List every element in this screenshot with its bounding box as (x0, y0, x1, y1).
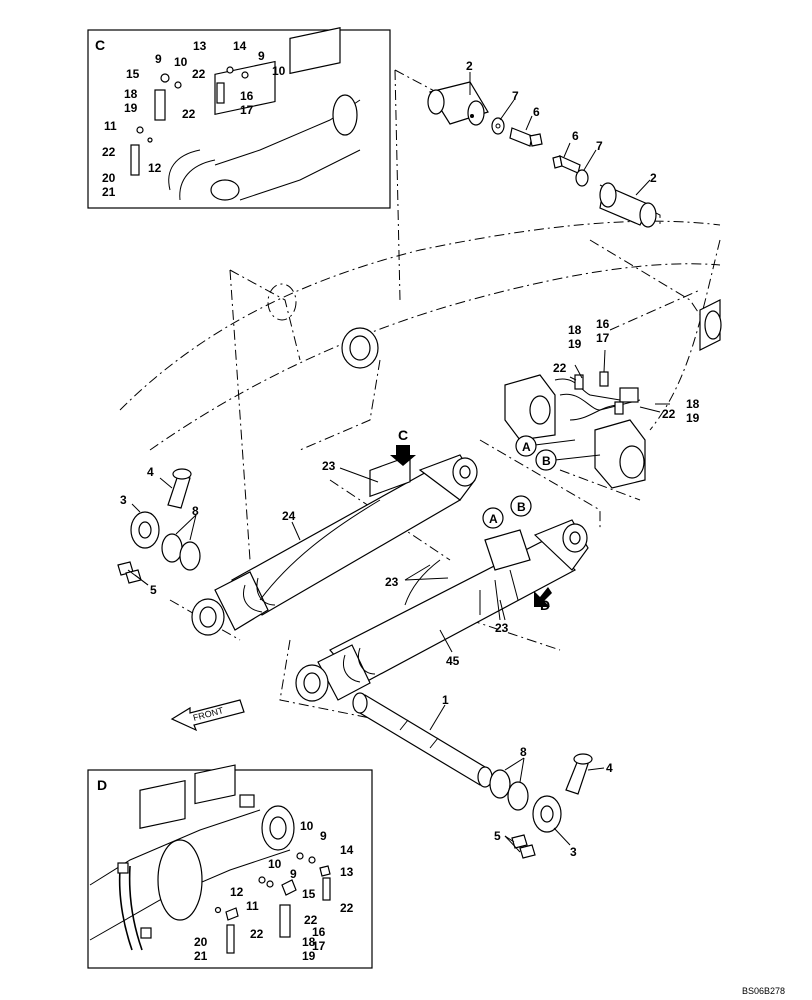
boom-brackets (504, 299, 722, 489)
drawing-code: BS06B278 (742, 986, 785, 996)
label-bolt-right: 4 (606, 761, 613, 775)
detail-c-label: 17 (240, 103, 254, 117)
circled-b: B (542, 454, 551, 468)
boom-foot-pin (341, 327, 379, 369)
detail-d-label: 22 (250, 927, 264, 941)
lower-cylinder (295, 519, 589, 702)
detail-d-label: 10 (268, 857, 282, 871)
detail-c-label: 10 (174, 55, 188, 69)
label-hose-upper: 23 (322, 459, 336, 473)
view-letter-d: D (540, 597, 550, 613)
label-cylinder-lower: 45 (446, 654, 460, 668)
detail-c-label: 14 (233, 39, 247, 53)
detail-c-label: 19 (124, 101, 138, 115)
detail-d-drawing (89, 764, 331, 954)
detail-d-label: 22 (304, 913, 318, 927)
detail-d-label: 13 (340, 865, 354, 879)
detail-c-box: C 13 14 9 9 10 10 15 22 16 17 (87, 27, 391, 209)
detail-d-label: 18 (302, 935, 316, 949)
front-arrow (170, 699, 245, 732)
label-washer-right: 3 (570, 845, 577, 859)
detail-d-label: 17 (312, 939, 326, 953)
label-right-lower: 22 (662, 407, 676, 421)
detail-d-label: 11 (246, 899, 259, 913)
detail-c-label: 13 (193, 39, 207, 53)
leader-23-c (499, 599, 506, 621)
detail-d-label: 9 (320, 829, 327, 843)
detail-c-label: 22 (102, 145, 116, 159)
view-letter-c: C (398, 427, 408, 443)
label-washer-top-right: 7 (596, 139, 603, 153)
detail-c-label: 21 (102, 185, 116, 199)
detail-d-label: 9 (290, 867, 297, 881)
detail-c-label: 20 (102, 171, 116, 185)
leader-23 (339, 467, 379, 483)
label-right-upper: 16 (596, 317, 610, 331)
detail-c-label: 9 (155, 52, 162, 66)
circled-a: A (489, 512, 498, 526)
label-bolt-left: 4 (147, 465, 154, 479)
label-hose-lower-a: 23 (385, 575, 399, 589)
detail-c-label: 22 (192, 67, 206, 81)
detail-d-label: 19 (302, 949, 316, 963)
detail-c-label: 12 (148, 161, 162, 175)
label-right-upper: 22 (553, 361, 567, 375)
detail-d-letter: D (97, 777, 107, 793)
leader-24 (291, 521, 301, 541)
detail-c-drawing (130, 27, 361, 201)
upper-cylinder (191, 454, 478, 636)
detail-d-label: 10 (300, 819, 314, 833)
detail-d-label: 12 (230, 885, 244, 899)
label-pin-top-left: 2 (466, 59, 473, 73)
detail-c-label: 15 (126, 67, 140, 81)
top-pin-assembly (427, 72, 657, 228)
detail-d-label: 22 (340, 901, 354, 915)
label-right-upper: 17 (596, 331, 610, 345)
detail-d-label: 20 (194, 935, 208, 949)
label-shims-right: 8 (520, 745, 527, 759)
view-arrow-d (534, 587, 552, 607)
detail-d-box: D 10 9 14 10 (87, 764, 373, 969)
label-main-pin: 1 (442, 693, 449, 707)
circled-markers (482, 435, 557, 529)
leader-23-a (404, 564, 431, 581)
label-cylinder-upper: 24 (282, 509, 296, 523)
detail-d-label: 16 (312, 925, 326, 939)
detail-d-label: 15 (302, 887, 316, 901)
main-pin (352, 692, 493, 788)
label-pin-top-right: 2 (650, 171, 657, 185)
detail-d-label: 21 (194, 949, 208, 963)
detail-c-label: 16 (240, 89, 254, 103)
detail-c-label: 10 (272, 64, 286, 78)
leader-23-b (404, 577, 449, 581)
label-nuts-left: 5 (150, 583, 157, 597)
circled-a: A (522, 440, 531, 454)
leader-45 (439, 629, 453, 653)
label-nuts-right: 5 (494, 829, 501, 843)
label-hose-lower-b: 23 (495, 621, 509, 635)
right-fasteners (489, 753, 605, 859)
circled-b: B (517, 500, 526, 514)
label-bolt-top-right: 6 (572, 129, 579, 143)
label-washer-top-left: 7 (512, 89, 519, 103)
label-shims-left: 8 (192, 504, 199, 518)
label-right-lower: 18 (686, 397, 700, 411)
detail-c-letter: C (95, 37, 105, 53)
detail-c-label: 22 (182, 107, 196, 121)
label-right-upper: 19 (568, 337, 582, 351)
left-fasteners (117, 468, 201, 586)
label-right-upper: 18 (568, 323, 582, 337)
view-arrow-c (390, 445, 416, 466)
label-right-lower: 19 (686, 411, 700, 425)
label-bolt-top-left: 6 (533, 105, 540, 119)
label-washer-left: 3 (120, 493, 127, 507)
detail-c-label: 11 (104, 119, 117, 133)
detail-c-label: 18 (124, 87, 138, 101)
detail-d-label: 14 (340, 843, 354, 857)
detail-c-label: 9 (258, 49, 265, 63)
